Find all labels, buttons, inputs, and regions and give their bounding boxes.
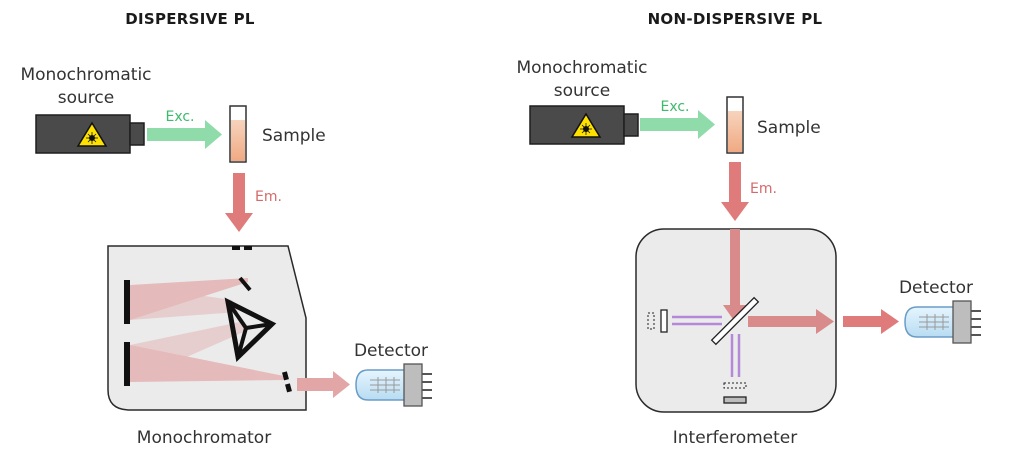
exit-slit [282, 371, 292, 393]
mirror-icon [647, 309, 747, 404]
right-detector-label: Detector [899, 278, 973, 298]
left-excitation-label: Exc. [165, 109, 194, 125]
detector-icon [904, 300, 982, 344]
left-emission-label: Em. [255, 189, 282, 205]
right-source-label-line1: Monochromatic [516, 58, 647, 78]
right-source-label-line2: source [554, 81, 610, 101]
mirror-icon [124, 276, 252, 386]
right-sample-label: Sample [757, 118, 821, 138]
left-excitation-arrow [147, 120, 222, 149]
monochromator-body [107, 245, 307, 411]
left-detector-label: Detector [354, 341, 428, 361]
left-emission-arrow [225, 173, 253, 232]
monochromator-beams [130, 278, 284, 382]
right-output-arrow [843, 309, 899, 334]
right-emission-arrow [721, 162, 749, 221]
monochromator-label: Monochromator [137, 428, 271, 448]
left-source-label-line1: Monochromatic [20, 65, 151, 85]
dispersive-title: DISPERSIVE PL [125, 10, 255, 28]
entrance-slit [232, 246, 252, 250]
detector-icon [355, 363, 433, 407]
cuvette-icon [229, 105, 247, 163]
laser-warning-icon [529, 105, 639, 145]
interferometer-beams [672, 229, 834, 377]
cuvette-icon [726, 96, 744, 154]
grating-icon [224, 297, 277, 363]
interferometer-label: Interferometer [673, 428, 798, 448]
non-dispersive-title: NON-DISPERSIVE PL [648, 10, 823, 28]
beamsplitter-icon [710, 296, 760, 346]
laser-warning-icon [35, 114, 145, 154]
right-excitation-label: Exc. [660, 99, 689, 115]
left-sample-label: Sample [262, 126, 326, 146]
right-emission-label: Em. [750, 181, 777, 197]
left-source-label-line2: source [58, 88, 114, 108]
left-output-arrow [297, 371, 350, 398]
right-excitation-arrow [640, 110, 715, 139]
